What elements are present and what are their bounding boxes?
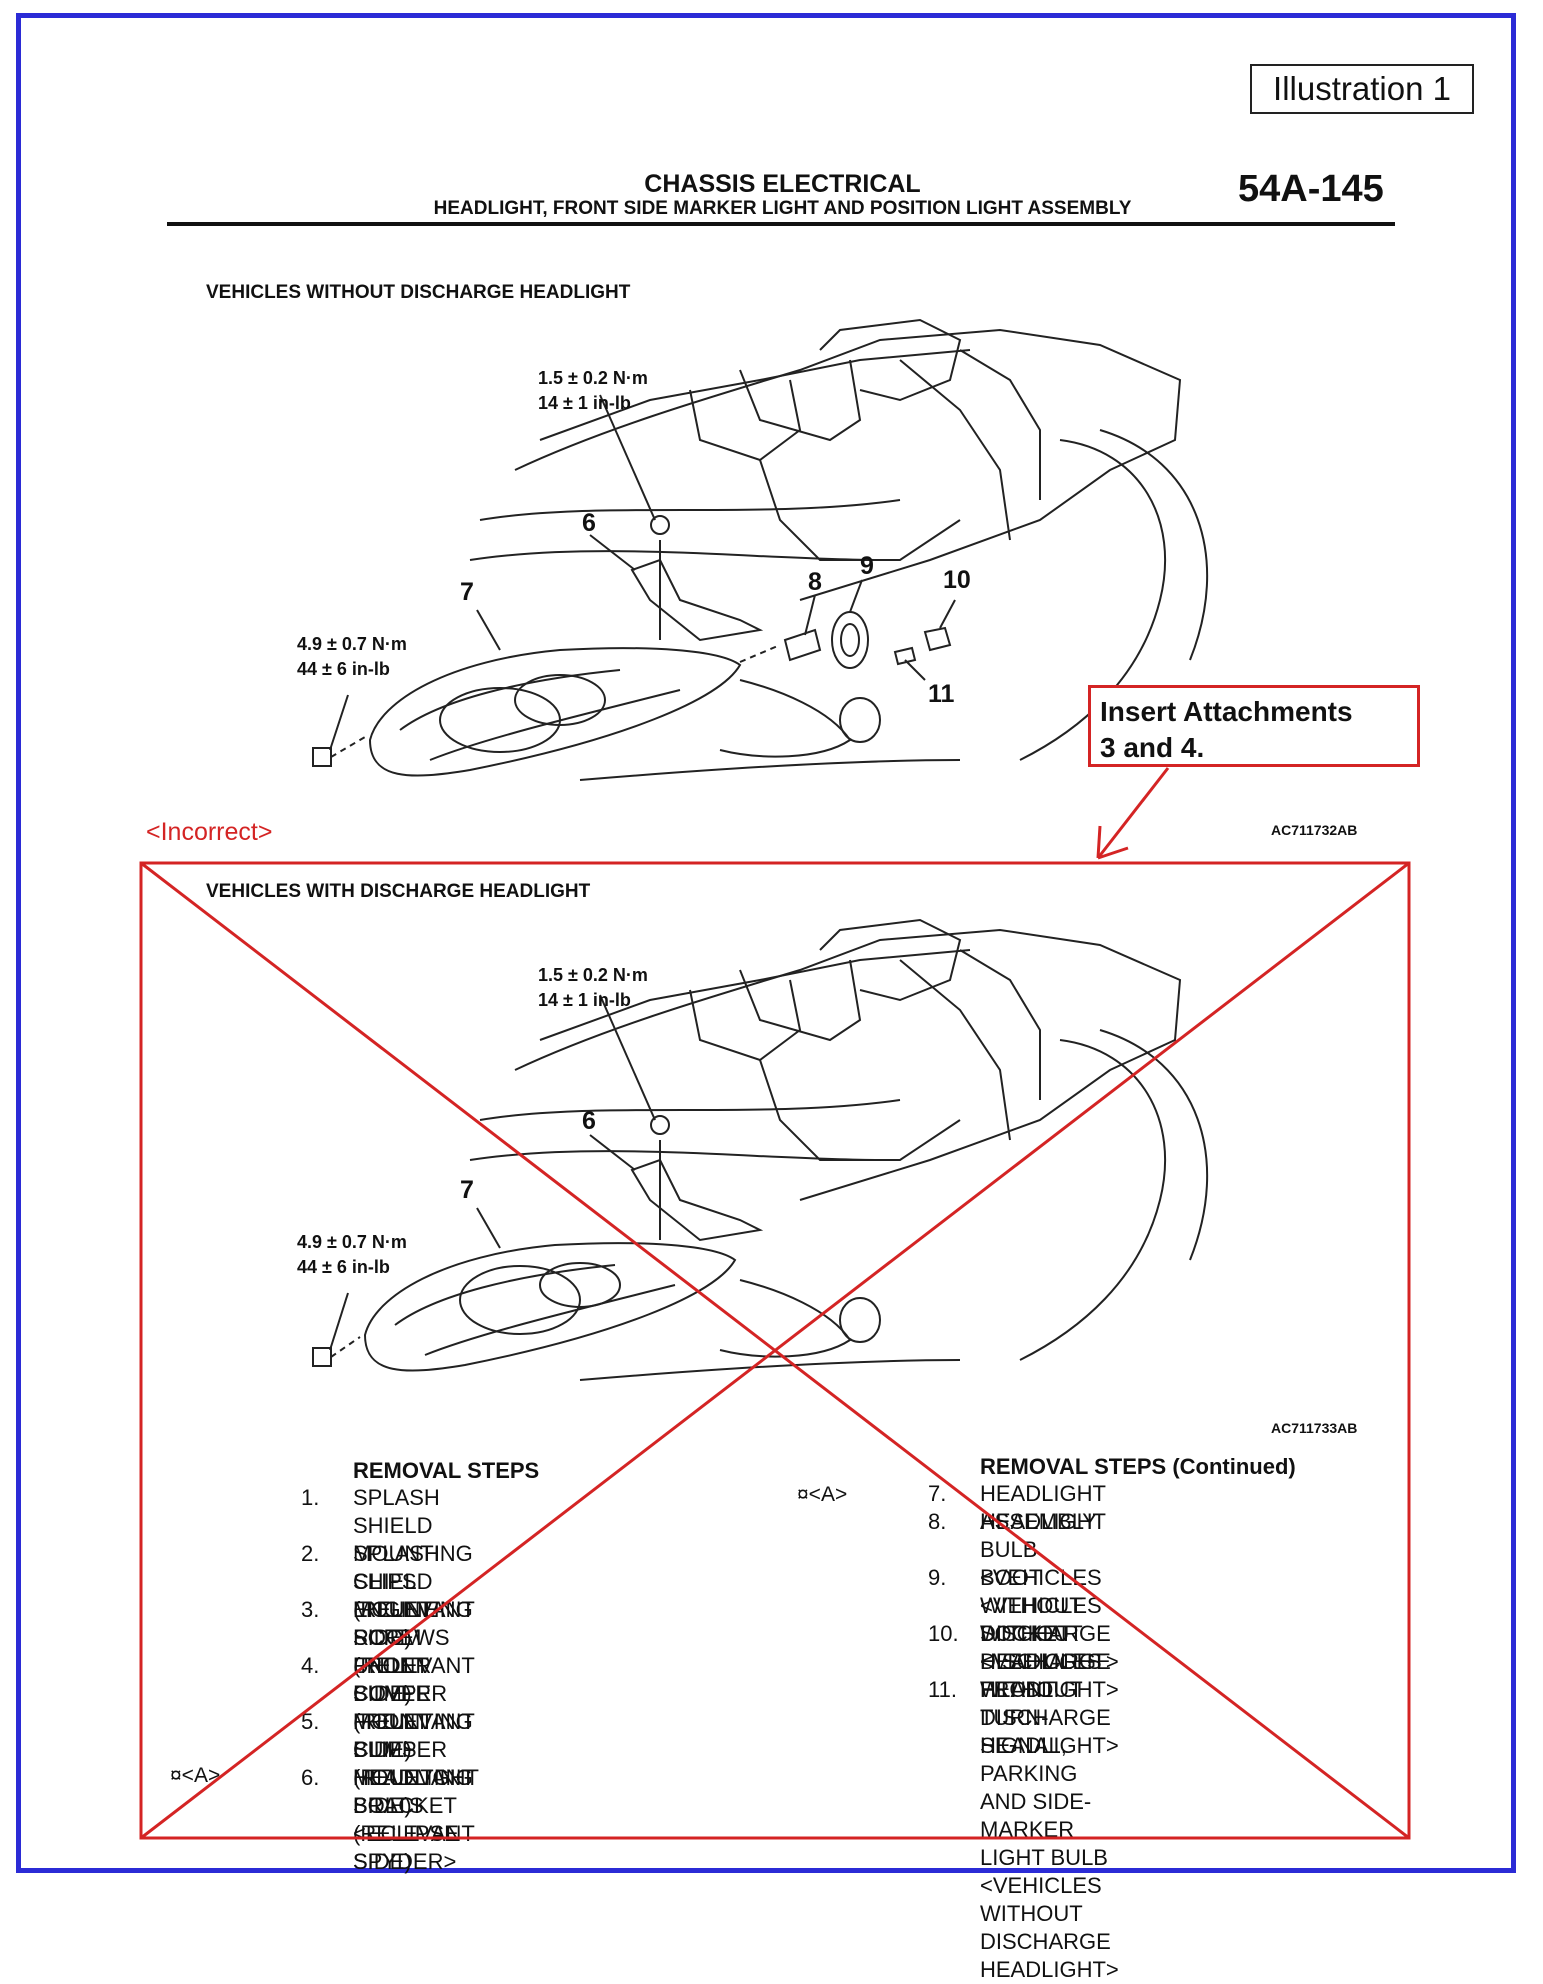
figure-code-top: AC711732AB [1271,822,1358,838]
headlight-diagram-bottom [312,918,1209,1381]
insert-attachments-note: Insert Attachments 3 and 4. [1088,685,1420,767]
figure-code-bottom: AC711733AB [1271,1420,1358,1436]
step-line: AND SIDE-MARKER LIGHT BULB [980,1789,1108,1870]
step-number: 9. [928,1565,947,1590]
illustration-label: Illustration 1 [1250,64,1474,114]
step-text: FRONT TURN-SIGNAL, PARKING AND SIDE-MARK… [980,1676,1119,1984]
step-number: 11. [928,1677,957,1702]
torque-left-inlb: 44 ± 6 in-lb [297,659,390,679]
callout-7: 7 [460,578,474,606]
callout-10: 10 [943,566,971,594]
torque-left-inlb-bottom: 44 ± 6 in-lb [297,1257,390,1277]
mark-a-left: ¤<A> [170,1764,221,1787]
incorrect-label: <Incorrect> [146,818,273,846]
callout-6-bottom: 6 [582,1107,596,1135]
step-text: HEADLIGHT BRACKET <ECLIPSE SPYDER> [353,1764,479,1876]
callout-11: 11 [928,680,955,708]
step-line: SPYDER> [353,1849,457,1874]
step-number: 10. [928,1621,959,1646]
step-line: HEADLIGHT> [980,1957,1119,1982]
callout-9: 9 [860,552,874,580]
torque-top-inlb-bottom: 14 ± 1 in-lb [538,990,631,1010]
step-line: <VEHICLES WITHOUT DISCHARGE [980,1873,1111,1954]
insert-note-line-2: 3 and 4. [1100,732,1205,763]
page-number: 54A-145 [1238,168,1384,210]
step-number: 8. [928,1509,947,1534]
header-subtitle: HEADLIGHT, FRONT SIDE MARKER LIGHT AND P… [433,198,1132,219]
mark-a-right: ¤<A> [797,1483,848,1506]
header-title: CHASSIS ELECTRICAL [644,170,921,198]
torque-left-nm: 4.9 ± 0.7 N·m [297,634,407,654]
step-line: FRONT TURN-SIGNAL, PARKING [980,1677,1078,1786]
page-frame [16,13,1516,1873]
step-number: 5. [301,1709,320,1734]
step-number: 2. [301,1541,320,1566]
step-number: 6. [301,1765,320,1790]
torque-top-nm-bottom: 1.5 ± 0.2 N·m [538,965,648,985]
header-rule [167,222,1395,226]
headlight-diagram-top [312,318,1209,781]
step-line: HEADLIGHT BRACKET <ECLIPSE [353,1765,479,1846]
step-number: 4. [301,1653,320,1678]
step-number: 7. [928,1481,947,1506]
callout-7-bottom: 7 [460,1176,474,1204]
insert-note-line-1: Insert Attachments [1100,696,1353,727]
torque-top-inlb: 14 ± 1 in-lb [538,393,631,413]
torque-top-nm: 1.5 ± 0.2 N·m [538,368,648,388]
removal-steps-title: REMOVAL STEPS [353,1458,540,1483]
callout-6: 6 [582,509,596,537]
step-number: 3. [301,1597,320,1622]
section-title-without-discharge: VEHICLES WITHOUT DISCHARGE HEADLIGHT [206,282,631,303]
removal-steps-continued-title: REMOVAL STEPS (Continued) [980,1454,1296,1479]
callout-8: 8 [808,568,822,596]
torque-left-nm-bottom: 4.9 ± 0.7 N·m [297,1232,407,1252]
step-number: 1. [301,1485,320,1510]
